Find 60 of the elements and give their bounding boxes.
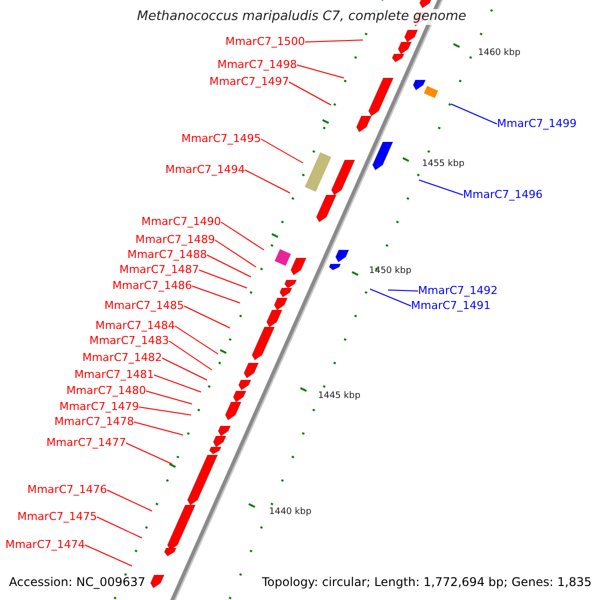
gene-label: MmarC7_1484 <box>95 319 175 333</box>
leader-line <box>206 254 252 278</box>
leader-line <box>418 180 464 196</box>
footer-text: Topology: circular; Length: 1,772,694 bp; Genes: 1,835 <box>262 575 592 589</box>
title: Methanococcus maripaludis C7, complete genome <box>135 9 468 25</box>
leader-line <box>220 222 264 250</box>
gene-label: MmarC7_1479 <box>59 400 139 414</box>
gene-label: MmarC7_1492 <box>418 284 498 298</box>
gene-label: MmarC7_1475 <box>17 510 97 524</box>
gene-label: MmarC7_1494 <box>165 163 245 177</box>
gene-label: MmarC7_1474 <box>5 538 85 552</box>
gene-label: MmarC7_1486 <box>112 279 192 293</box>
leader-line <box>192 286 240 304</box>
gene-label: MmarC7_1495 <box>181 132 261 146</box>
scale-label: 1460 kbp <box>478 47 520 60</box>
gene-label: MmarC7_1478 <box>54 415 134 429</box>
leader-line <box>106 490 152 512</box>
gene-label: MmarC7_1487 <box>119 263 199 277</box>
leader-line <box>304 40 364 42</box>
leader-line <box>184 306 230 328</box>
leader-line <box>84 544 132 566</box>
leader-line <box>388 290 418 292</box>
leader-line <box>244 170 290 194</box>
gene-label: MmarC7_1477 <box>46 436 126 450</box>
footer-text: Accession: NC_009637 <box>9 575 146 589</box>
gene-label: MmarC7_1488 <box>127 248 207 262</box>
leader-line <box>168 340 212 370</box>
gene-label: MmarC7_1490 <box>141 215 221 229</box>
leader-line <box>96 516 142 538</box>
leader-line <box>162 358 208 380</box>
gene-label: MmarC7_1480 <box>66 384 146 398</box>
gene-label: MmarC7_1482 <box>82 351 162 365</box>
gene-label: MmarC7_1497 <box>209 75 289 89</box>
scale-label: 1455 kbp <box>422 158 464 171</box>
gene-label: MmarC7_1498 <box>217 58 297 72</box>
gene-label: MmarC7_1483 <box>89 334 169 348</box>
scale-label: 1450 kbp <box>369 265 412 278</box>
leader-line <box>214 240 256 268</box>
leader-line <box>370 288 412 306</box>
gene-label: MmarC7_1485 <box>104 299 184 313</box>
scale-label: 1440 kbp <box>269 506 312 519</box>
scale-label: 1445 kbp <box>318 390 360 403</box>
gene-label: MmarC7_1491 <box>411 299 491 313</box>
leader-line <box>126 442 172 464</box>
leader-line <box>138 406 192 416</box>
leader-line <box>450 104 498 124</box>
leader-line <box>296 64 344 78</box>
leader-line <box>174 326 218 354</box>
leader-line <box>198 270 248 288</box>
leader-line <box>154 374 202 392</box>
leader-line <box>260 138 304 164</box>
leader-line <box>134 422 184 436</box>
gene-label: MmarC7_1476 <box>27 483 107 497</box>
leader-line <box>146 390 192 404</box>
gene-label: MmarC7_1489 <box>135 233 215 247</box>
leader-line <box>288 82 332 106</box>
gene-label: MmarC7_1481 <box>74 368 154 382</box>
gene-label: MmarC7_1496 <box>463 188 543 202</box>
gene-label: MmarC7_1500 <box>225 35 305 49</box>
gene-label: MmarC7_1499 <box>497 117 577 131</box>
